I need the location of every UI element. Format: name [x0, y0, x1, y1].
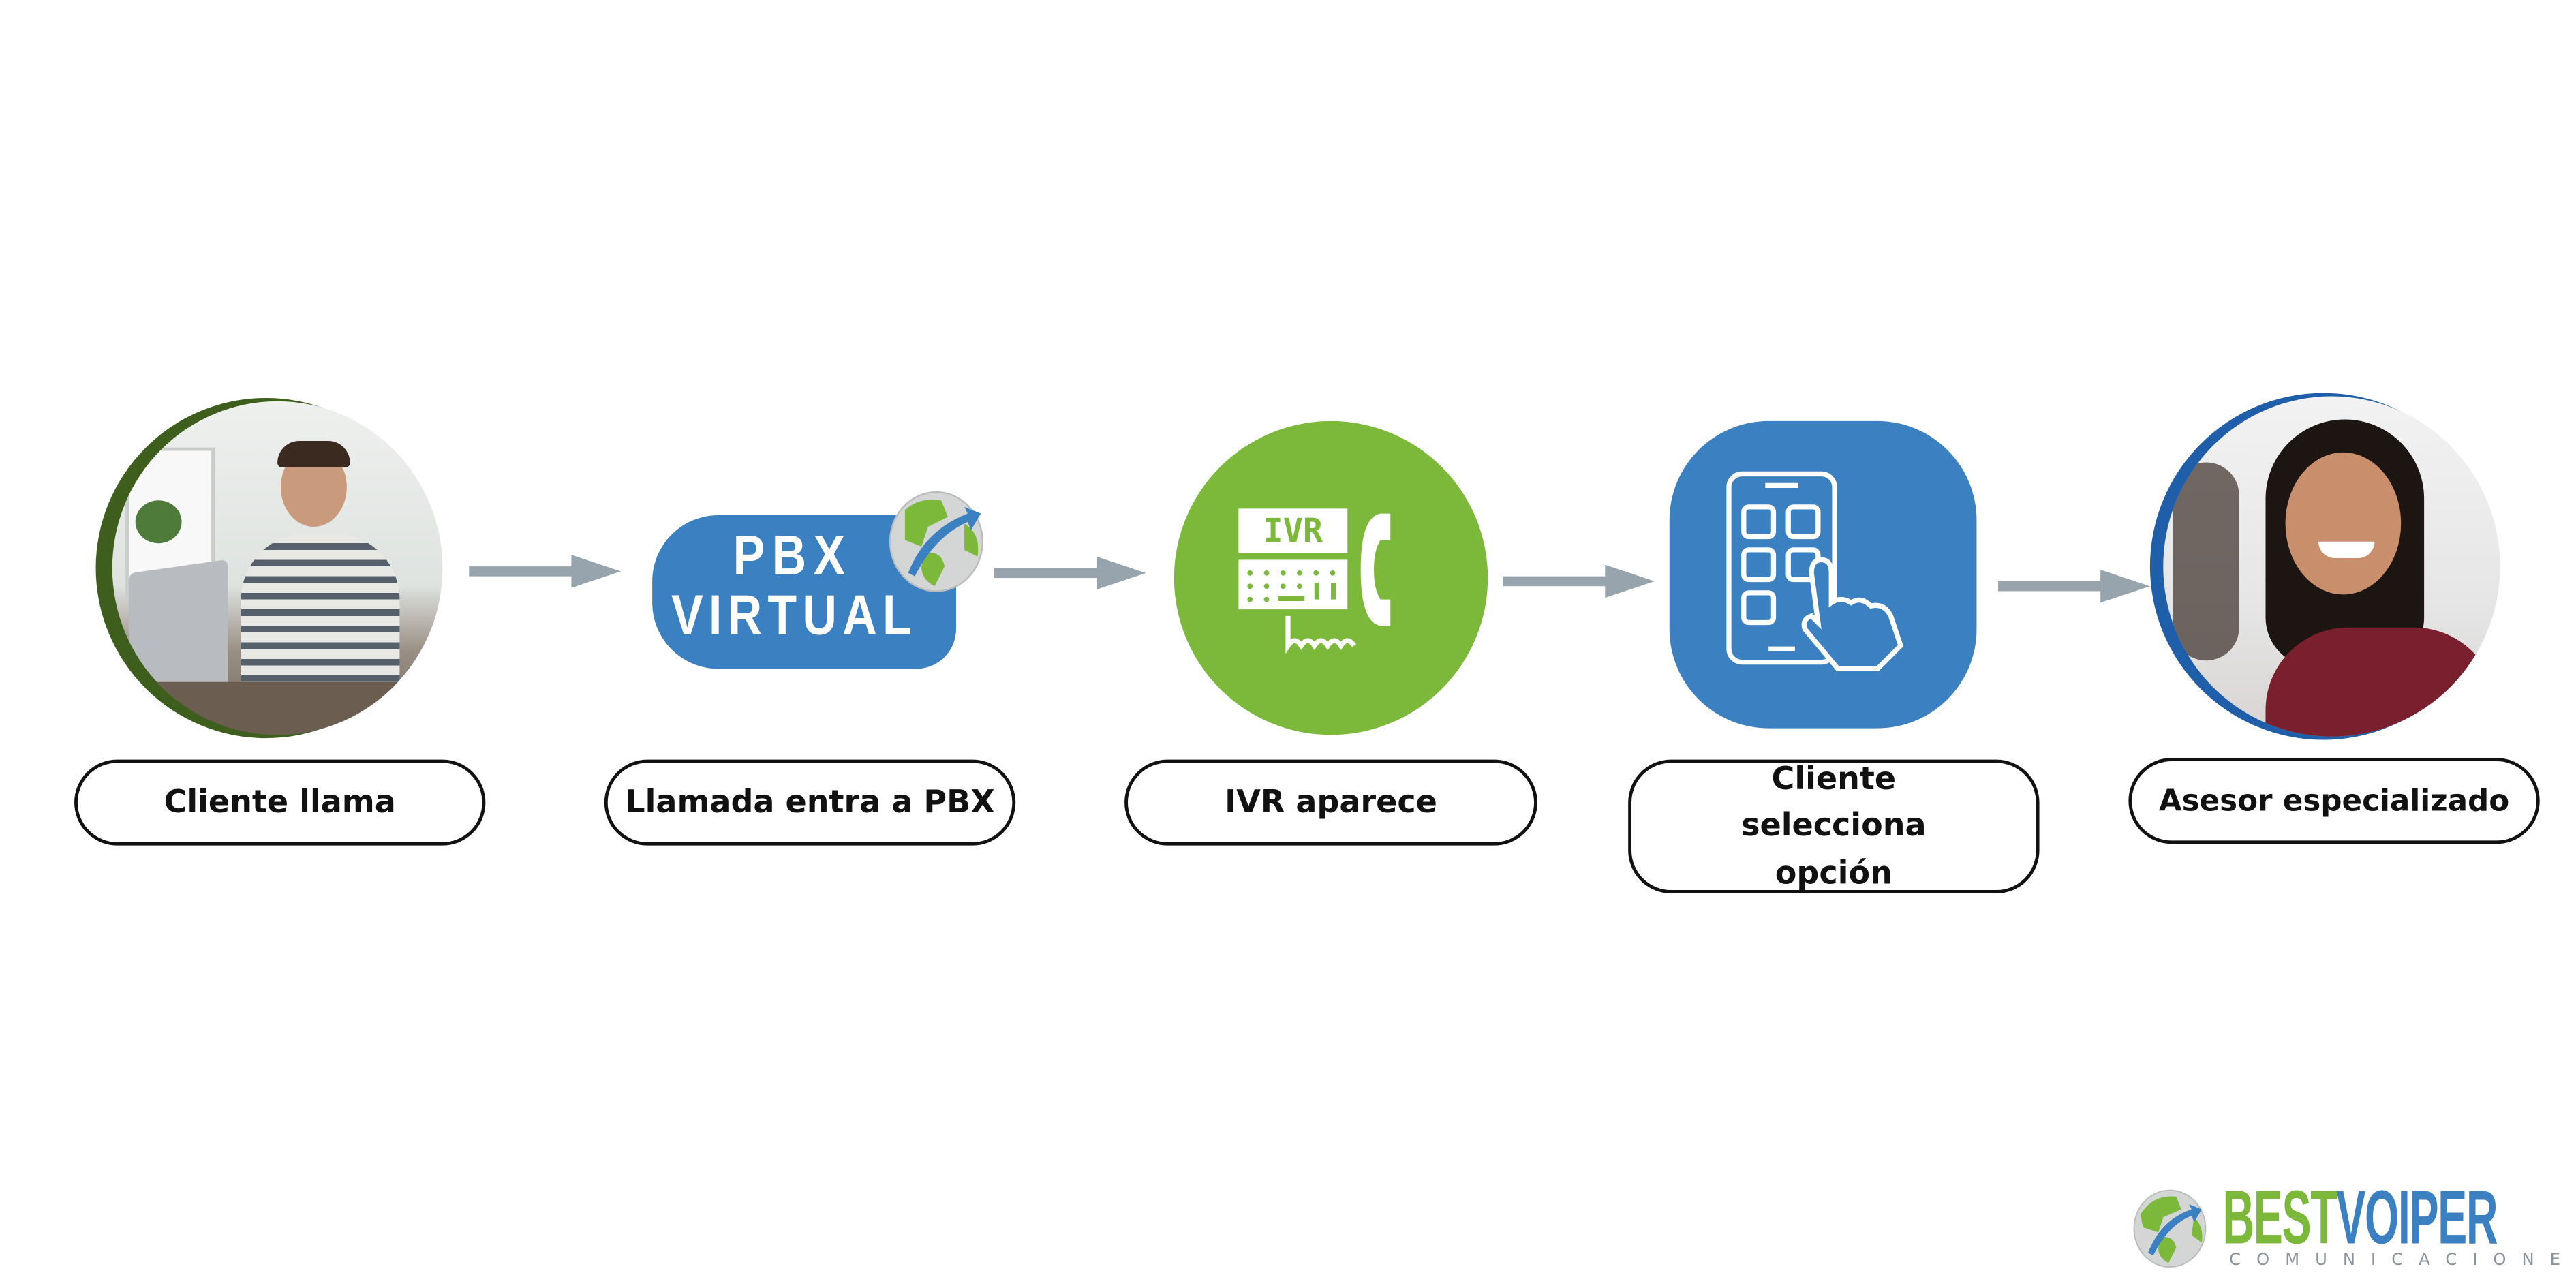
step-label-ivr-aparece: IVR aparece: [1124, 759, 1537, 846]
step-label-text: Cliente selecciona opción: [1741, 761, 1927, 891]
person-on-phone-photo: [112, 401, 443, 735]
smartphone-tile: [1669, 420, 1977, 729]
globe-icon: [889, 491, 983, 592]
step-label-text: Asesor especializado: [2158, 783, 2510, 818]
brand-part-best: BEST: [2222, 1174, 2337, 1260]
call-center-agent-photo: [2163, 396, 2500, 737]
step-label-text: Llamada entra a PBX: [625, 784, 995, 821]
virtual-logo-text: VIRTUAL: [671, 584, 918, 647]
ivr-screen: [1238, 508, 1348, 553]
step-label-cliente-selecciona: Cliente selecciona opción: [1628, 759, 2040, 893]
brand-tagline: COMUNICACIONES: [2229, 1251, 2576, 1270]
step-label-asesor: Asesor especializado: [2128, 758, 2540, 844]
arrow-right-icon: [1503, 564, 1655, 598]
step-label-cliente-llama: Cliente llama: [74, 759, 486, 846]
step-label-text: Cliente llama: [164, 784, 396, 821]
ivr-text: IVR: [1263, 510, 1323, 550]
brand-part-voiper: VOIPER: [2336, 1174, 2498, 1260]
pbx-logo-text: PBX: [733, 525, 853, 588]
ivr-circle: IVR: [1174, 420, 1488, 735]
step-label-text: IVR aparece: [1225, 784, 1437, 821]
smartphone-touch-icon: [1726, 471, 1904, 671]
step-label-llamada-entra: Llamada entra a PBX: [604, 759, 1016, 846]
arrow-right-icon: [1997, 569, 2150, 603]
arrow-right-icon: [994, 556, 1146, 590]
bestvoiper-logo: BESTVOIPER COMUNICACIONES: [2130, 1179, 2576, 1278]
ivr-phone-icon: [1238, 513, 1391, 654]
globe-icon: [2133, 1189, 2207, 1268]
brand-wordmark: BESTVOIPER: [2222, 1179, 2498, 1255]
arrow-right-icon: [469, 555, 622, 588]
